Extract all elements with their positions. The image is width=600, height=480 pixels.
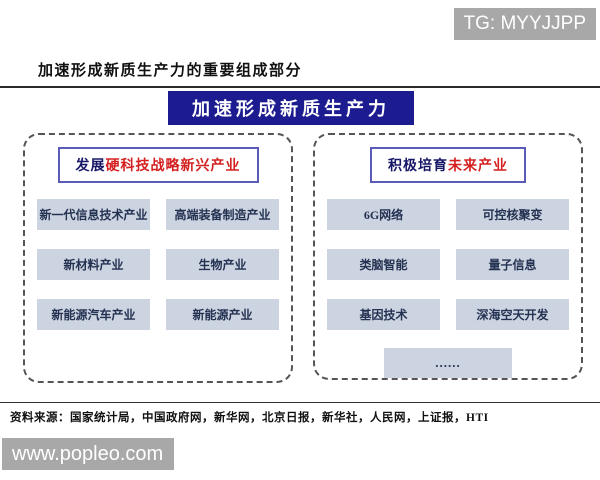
industry-item: 6G网络	[327, 199, 440, 230]
root-node-banner: 加速形成新质生产力	[168, 91, 414, 125]
industry-item: 新材料产业	[37, 249, 150, 280]
panel-future-industries: 积极培育未来产业 6G网络 可控核聚变 类脑智能 量子信息 基因技术 深海空天开…	[313, 133, 583, 380]
panel-heading-strategic: 发展硬科技战略新兴产业	[57, 147, 259, 183]
panel-heading-prefix: 发展	[75, 159, 106, 174]
future-items-grid: 6G网络 可控核聚变 类脑智能 量子信息 基因技术 深海空天开发	[327, 199, 569, 330]
industry-item: 类脑智能	[327, 249, 440, 280]
panel-heading-future: 积极培育未来产业	[370, 147, 526, 183]
industry-item: 可控核聚变	[456, 199, 569, 230]
industry-item: 量子信息	[456, 249, 569, 280]
ellipsis-item: ......	[384, 348, 512, 378]
source-attribution: 资料来源：国家统计局，中国政府网，新华网，北京日报，新华社，人民网，上证报，HT…	[10, 412, 489, 424]
panel-heading-highlight: 未来产业	[448, 159, 508, 174]
strategic-items-grid: 新一代信息技术产业 高端装备制造产业 新材料产业 生物产业 新能源汽车产业 新能…	[37, 199, 279, 330]
panels-container: 发展硬科技战略新兴产业 新一代信息技术产业 高端装备制造产业 新材料产业 生物产…	[23, 133, 583, 383]
title-divider	[0, 86, 600, 88]
industry-item: 高端装备制造产业	[166, 199, 279, 230]
industry-item: 生物产业	[166, 249, 279, 280]
footer-divider	[0, 402, 600, 403]
industry-item: 新能源汽车产业	[37, 299, 150, 330]
industry-item: 深海空天开发	[456, 299, 569, 330]
panel-heading-highlight: 硬科技战略新兴产业	[105, 159, 241, 174]
figure-title: 加速形成新质生产力的重要组成部分	[38, 63, 303, 79]
panel-strategic-emerging-industries: 发展硬科技战略新兴产业 新一代信息技术产业 高端装备制造产业 新材料产业 生物产…	[23, 133, 293, 383]
watermark-badge: www.popleo.com	[2, 438, 174, 470]
panel-heading-prefix: 积极培育	[388, 159, 448, 174]
industry-item: 基因技术	[327, 299, 440, 330]
industry-item: 新一代信息技术产业	[37, 199, 150, 230]
industry-item: 新能源产业	[166, 299, 279, 330]
tg-channel-badge: TG: MYYJJPP	[453, 8, 596, 40]
